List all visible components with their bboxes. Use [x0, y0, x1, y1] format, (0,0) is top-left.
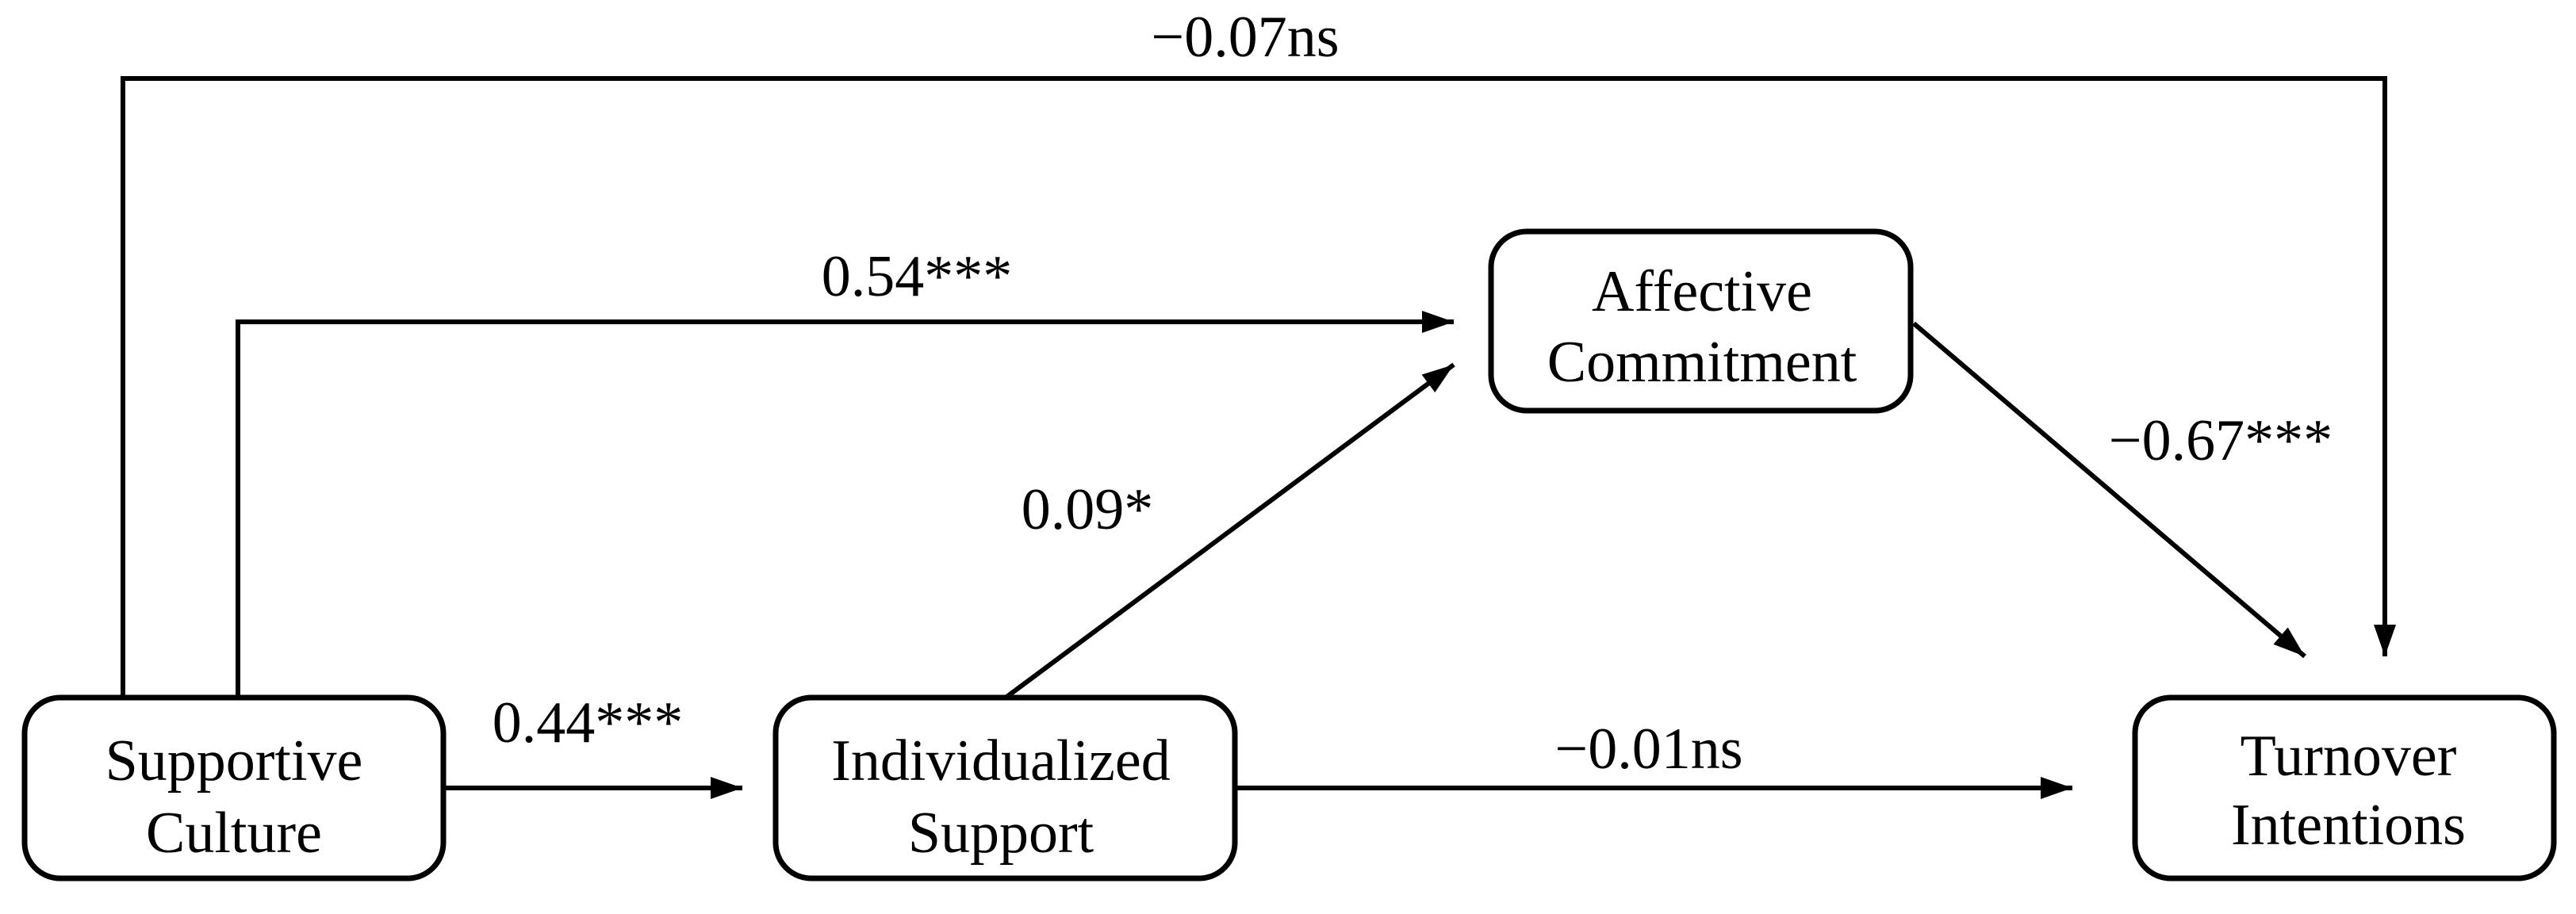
node-label-line1: Turnover: [2241, 724, 2457, 789]
node-turnover-intentions: Turnover Intentions: [2132, 694, 2557, 881]
node-supportive-culture: Supportive Culture: [21, 694, 447, 881]
node-label-line2: Support: [908, 801, 1094, 866]
node-label-line1: Affective: [1592, 259, 1812, 324]
edge-label-supportive-to-individualized: 0.44***: [493, 690, 684, 755]
edge-label-affective-to-turnover: −0.67***: [2109, 408, 2333, 473]
edge-label-supportive-to-turnover: −0.07ns: [1151, 5, 1339, 70]
edge-label-supportive-to-affective: 0.54***: [822, 244, 1013, 309]
edge-supportive-to-affective: [236, 311, 1454, 698]
node-box-affective-commitment: [1488, 228, 1914, 414]
node-affective-commitment: Affective Commitment: [1488, 228, 1914, 414]
edge-affective-to-turnover: [1912, 321, 2306, 659]
node-label-line2: Commitment: [1547, 330, 1857, 395]
edge-label-individualized-to-turnover: −0.01ns: [1554, 717, 1742, 782]
node-individualized-support: Individualized Support: [772, 694, 1238, 881]
node-box-individualized-support: [772, 694, 1238, 881]
node-box-supportive-culture: [21, 694, 447, 881]
node-box-turnover-intentions: [2132, 694, 2557, 881]
node-label-line1: Individualized: [831, 729, 1170, 794]
edge-individualized-to-affective: [1004, 362, 1455, 700]
node-label-line2: Culture: [146, 801, 322, 866]
node-label-line1: Supportive: [105, 729, 363, 794]
edge-supportive-to-turnover: [121, 76, 2396, 698]
edge-label-individualized-to-affective: 0.09*: [1022, 477, 1154, 542]
node-label-line2: Intentions: [2231, 793, 2466, 858]
